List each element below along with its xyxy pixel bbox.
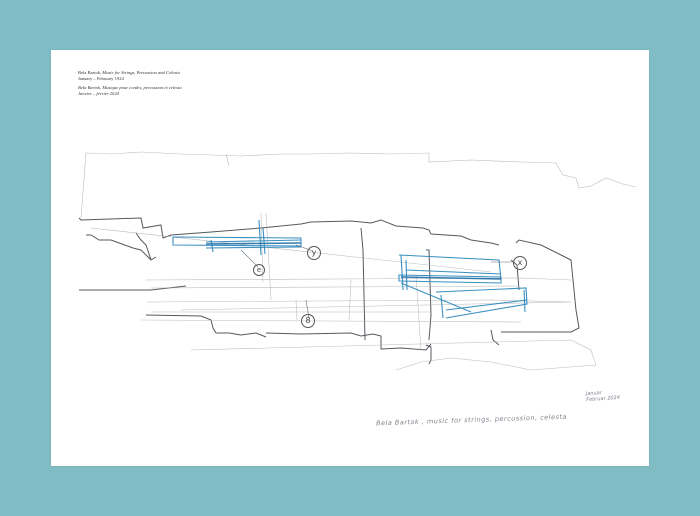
pencil-sketch xyxy=(78,151,637,371)
marker-e-label: e xyxy=(256,266,262,274)
handwritten-date: Januar Februar 2024 xyxy=(586,389,621,403)
marker-y-label: y xyxy=(311,248,317,257)
upper-outline xyxy=(80,151,637,219)
caption: Bela Bartok, Music for Strings, Percussi… xyxy=(78,70,278,97)
caption-line-1: Bela Bartok, Music for Strings, Percussi… xyxy=(78,70,278,76)
building-outline xyxy=(78,217,580,365)
marker-x-label: x xyxy=(517,258,523,267)
caption-author: Bela Bartok, xyxy=(78,70,102,75)
caption-title-fr: Bela Bartok, Musique pour cordes, percus… xyxy=(78,85,182,90)
marker-8-label: 8 xyxy=(305,316,311,325)
marker-y: y xyxy=(307,246,321,260)
caption-title: Music for Strings, Percussion and Celest… xyxy=(102,70,180,75)
blue-emphasis xyxy=(205,242,502,280)
marker-e: e xyxy=(253,264,265,276)
drawing-sheet: Bela Bartok, Music for Strings, Percussi… xyxy=(51,50,649,466)
caption-date-fr: Janvier – février 2024 xyxy=(78,91,119,96)
marker-x: x xyxy=(513,256,527,270)
marker-8: 8 xyxy=(301,314,315,328)
blue-elements xyxy=(172,219,528,319)
caption-date: January – February 1924 xyxy=(78,76,124,81)
construction-lines xyxy=(90,212,597,371)
